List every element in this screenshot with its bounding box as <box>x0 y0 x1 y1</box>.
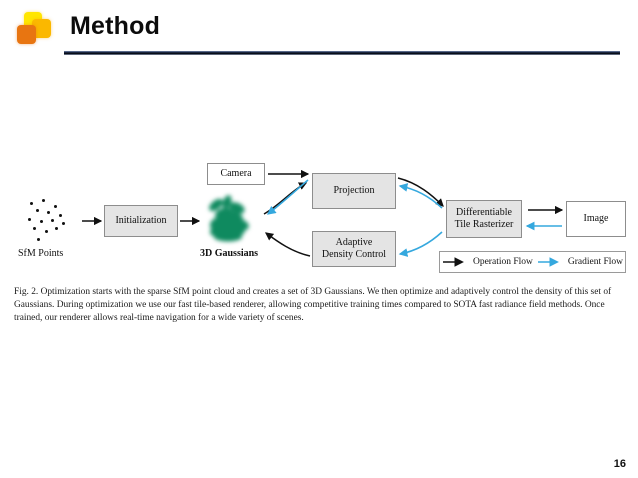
figure-pipeline-diagram: SfM Points <box>0 150 638 340</box>
logo-square-amber <box>32 19 51 38</box>
legend-entry-operation-flow: Operation Flow <box>442 257 533 267</box>
diagram-connectors <box>82 169 564 257</box>
title-divider <box>64 51 620 55</box>
three-squares-logo <box>12 10 58 52</box>
sfm-point <box>54 205 57 208</box>
sfm-point <box>62 222 65 225</box>
node-dtr-label-line1: Differentiable <box>456 207 512 218</box>
gaussians-label: 3D Gaussians <box>200 248 259 259</box>
operation-flow-arrow-icon <box>442 257 468 267</box>
sfm-point <box>55 227 58 230</box>
arrow-projection-to-rasterizer <box>397 177 444 207</box>
node-projection-label: Projection <box>333 185 375 196</box>
sfm-point <box>28 218 31 221</box>
sfm-point <box>30 202 33 205</box>
page-title: Method <box>70 12 161 40</box>
sfm-point <box>59 214 62 217</box>
arrow-adc-to-gaussians <box>265 232 311 257</box>
sfm-point-cloud <box>24 198 80 244</box>
gradient-flow-arrow-icon <box>537 257 563 267</box>
page-number: 16 <box>613 458 626 470</box>
logo-square-orange <box>17 25 36 44</box>
diagram-canvas: SfM Points <box>0 150 638 285</box>
node-dtr-label-line2: Tile Rasterizer <box>454 219 514 230</box>
node-camera-label: Camera <box>220 168 252 179</box>
sfm-point <box>42 199 45 202</box>
sfm-point <box>45 230 48 233</box>
node-image-label: Image <box>583 213 609 224</box>
sfm-point <box>36 209 39 212</box>
sfm-point <box>40 220 43 223</box>
arrow-rasterizer-to-adc-gradient <box>398 231 443 257</box>
diagram-legend: Operation Flow Gradient Fl <box>439 251 626 273</box>
node-initialization[interactable]: Initialization <box>104 205 178 237</box>
node-initialization-label: Initialization <box>115 215 167 226</box>
sfm-point <box>47 211 50 214</box>
arrow-rasterizer-to-projection-gradient <box>398 183 443 209</box>
arrow-projection-to-gaussians-gradient <box>266 179 309 215</box>
gaussian-blob-illustration <box>196 194 262 248</box>
node-camera[interactable]: Camera <box>207 163 265 185</box>
sfm-point <box>33 227 36 230</box>
node-image[interactable]: Image <box>566 201 626 237</box>
node-adc-label-line1: Adaptive <box>335 237 373 248</box>
sfm-point <box>51 219 54 222</box>
sfm-points-label: SfM Points <box>18 248 64 259</box>
figure-caption: Fig. 2. Optimization starts with the spa… <box>14 287 612 324</box>
sfm-point <box>37 238 40 241</box>
legend-entry-gradient-flow: Gradient Flow <box>537 257 623 267</box>
legend-label-operation-flow: Operation Flow <box>472 257 533 267</box>
legend-label-gradient-flow: Gradient Flow <box>567 257 624 267</box>
node-adc-label-line2: Density Control <box>321 249 387 260</box>
node-projection[interactable]: Projection <box>312 173 396 209</box>
